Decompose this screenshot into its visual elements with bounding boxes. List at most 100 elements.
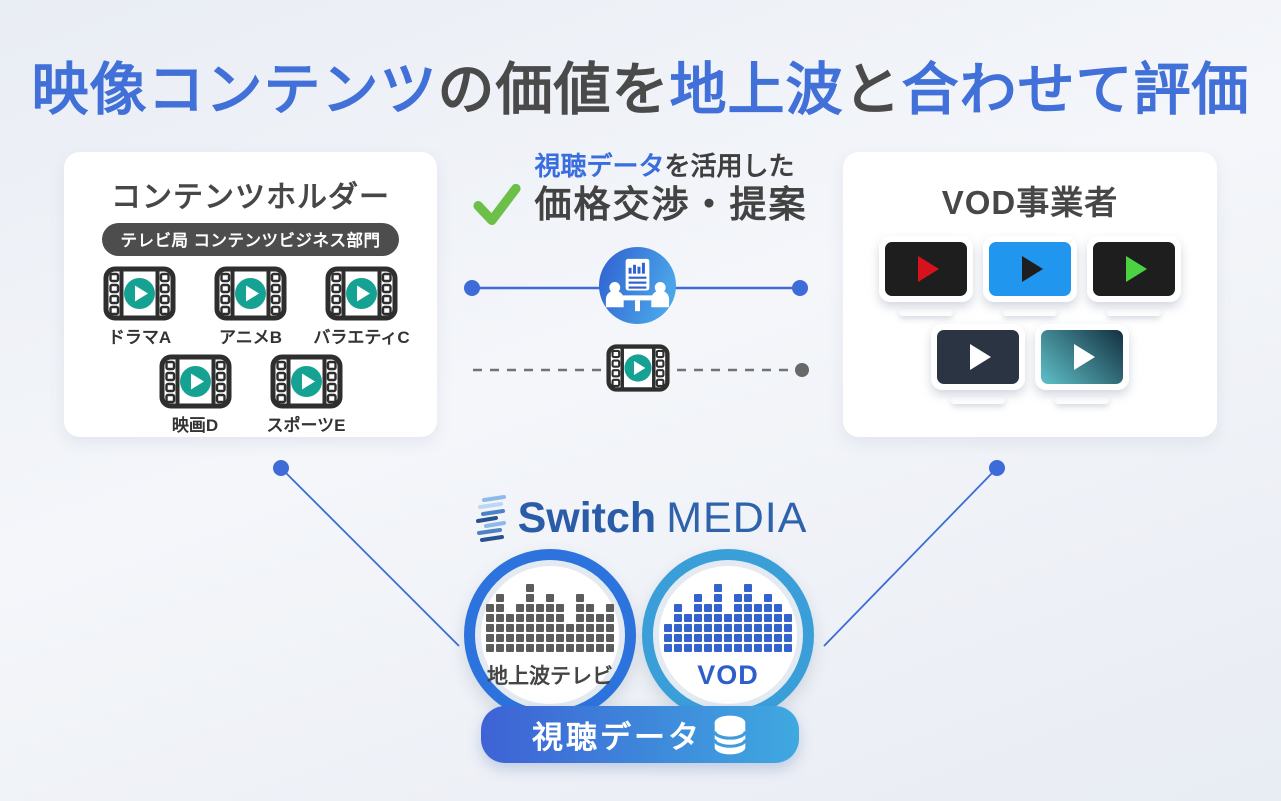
equalizer-column (774, 603, 782, 652)
vod-data-circle: VOD (642, 549, 814, 721)
vod-row (843, 324, 1217, 404)
logo-mark-icon (475, 494, 506, 542)
vod-service-tv-icon (1035, 324, 1129, 404)
heading-line1: 視聴データを活用した (534, 151, 808, 182)
heading-highlight: 視聴データ (534, 151, 665, 181)
heading-line2: 価格交渉・提案 (534, 183, 808, 225)
content-label: バラエティC (313, 328, 410, 347)
equalizer-column (684, 613, 692, 652)
film-icon (606, 343, 670, 393)
equalizer-column (596, 614, 604, 652)
title-segment: の価値を (437, 58, 670, 122)
viewing-data-label: 視聴データ (532, 720, 702, 755)
check-icon (472, 183, 521, 226)
database-icon (713, 715, 747, 754)
content-label: 映画D (171, 416, 219, 435)
tv-screen (885, 242, 967, 296)
equalizer-column (556, 604, 564, 652)
vod-provider-title: VOD事業者 (941, 184, 1119, 221)
tv-stand (1003, 309, 1057, 316)
content-row: 映画D スポーツE (64, 354, 437, 436)
tv-screen (989, 242, 1071, 296)
equalizer-column (724, 613, 732, 652)
negotiation-icon (598, 246, 677, 325)
equalizer-column (546, 594, 554, 652)
tv-frame (983, 236, 1077, 302)
equalizer-column (744, 583, 752, 652)
equalizer-column (536, 604, 544, 652)
film-icon (214, 266, 287, 321)
title-segment: 地上波 (669, 58, 844, 122)
equalizer-column (486, 604, 494, 652)
content-holder-title: コンテンツホルダー (111, 181, 390, 214)
equalizer-column (704, 603, 712, 652)
film-icon (270, 354, 343, 409)
page-title: 映像コンテンツの価値を地上波と合わせて評価 (0, 44, 1281, 126)
tv-stand (1055, 397, 1109, 404)
equalizer-column (694, 593, 702, 652)
play-icon (1022, 256, 1043, 282)
equalizer-column (576, 594, 584, 652)
tv-frame (1035, 324, 1129, 390)
play-icon (970, 344, 991, 370)
equalizer-column (674, 603, 682, 652)
equalizer-column (606, 604, 614, 652)
content-item: バラエティC (313, 266, 410, 348)
tv-stand (1107, 309, 1161, 316)
vod-provider-card: VOD事業者 (843, 152, 1217, 437)
heading-rest: を活用した (664, 151, 795, 181)
vod-service-list (843, 236, 1217, 404)
content-item: 映画D (149, 354, 241, 436)
tv-stand (951, 397, 1005, 404)
equalizer-column (714, 583, 722, 652)
film-icon (159, 354, 232, 409)
content-holder-card: コンテンツホルダー テレビ局 コンテンツビジネス部門 ドラマA (64, 152, 437, 437)
circle-label: VOD (697, 659, 759, 690)
title-segment: と (843, 58, 902, 122)
equalizer-column (586, 604, 594, 652)
vod-service-tv-icon (879, 236, 973, 316)
film-icon (103, 266, 176, 321)
tv-frame (879, 236, 973, 302)
equalizer-column (496, 594, 504, 652)
content-label: スポーツE (266, 416, 346, 435)
equalizer-column (566, 624, 574, 652)
content-list: ドラマA アニメB (64, 266, 437, 436)
negotiation-heading: 視聴データを活用した 価格交渉・提案 (447, 151, 833, 226)
equalizer-column (754, 603, 762, 652)
title-segment: 映像コンテンツ (31, 58, 438, 122)
terrestrial-data-circle: 地上波テレビ (464, 549, 636, 721)
content-item: ドラマA (94, 266, 186, 348)
tv-screen (937, 330, 1019, 384)
film-icon (325, 266, 398, 321)
equalizer-column (516, 604, 524, 652)
tv-screen (1041, 330, 1123, 384)
vod-service-tv-icon (983, 236, 1077, 316)
tv-frame (931, 324, 1025, 390)
play-icon (1074, 344, 1095, 370)
tv-screen (1093, 242, 1175, 296)
content-row: ドラマA アニメB (64, 266, 437, 348)
viewing-data-badge: 視聴データ (481, 706, 799, 763)
play-icon (1126, 256, 1147, 282)
equalizer-column (734, 593, 742, 652)
vod-row (843, 236, 1217, 316)
equalizer-icon (664, 580, 792, 652)
content-label: アニメB (219, 328, 282, 347)
equalizer-column (784, 613, 792, 652)
logo-text-bold: Switch (517, 494, 657, 542)
tv-station-badge: テレビ局 コンテンツビジネス部門 (102, 223, 399, 256)
title-segment: 合わせて評価 (901, 58, 1250, 122)
logo-text-light: MEDIA (666, 494, 808, 542)
equalizer-column (506, 614, 514, 652)
play-icon (918, 256, 939, 282)
equalizer-column (664, 623, 672, 652)
tv-frame (1087, 236, 1181, 302)
equalizer-column (764, 593, 772, 652)
content-label: ドラマA (107, 328, 172, 347)
vod-service-tv-icon (1087, 236, 1181, 316)
vod-service-tv-icon (931, 324, 1025, 404)
equalizer-column (526, 584, 534, 652)
equalizer-icon (486, 580, 614, 652)
